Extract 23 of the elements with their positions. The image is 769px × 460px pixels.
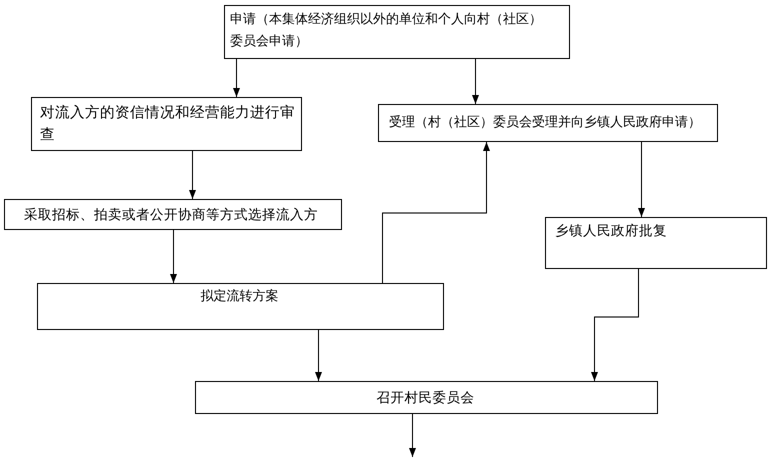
step-text: 召开村民委员会 xyxy=(376,388,474,408)
step-text: 对流入方的资信情况和经营能力进行审查 xyxy=(40,103,295,145)
process-box xyxy=(4,199,342,230)
step-text: 受理（村（社区）委员会受理并向乡镇人民政府申请） xyxy=(389,114,701,132)
process-box xyxy=(224,5,570,59)
arrow xyxy=(315,330,322,382)
process-box xyxy=(545,217,767,269)
step-text: 申请（本集体经济组织以外的单位和个人向村（社区）委员会申请） xyxy=(230,11,543,51)
arrow xyxy=(382,142,490,284)
arrow xyxy=(638,142,645,218)
process-box xyxy=(31,97,302,151)
process-box xyxy=(37,283,444,330)
arrow xyxy=(591,268,639,382)
step-text: 拟定流转方案 xyxy=(200,288,278,306)
step-text: 采取招标、拍卖或者公开协商等方式选择流入方 xyxy=(24,206,318,224)
arrow xyxy=(189,150,196,200)
arrow xyxy=(233,58,240,98)
process-box xyxy=(195,381,658,414)
arrow xyxy=(409,414,416,458)
process-box xyxy=(378,104,718,142)
arrow xyxy=(170,230,177,284)
step-text: 乡镇人民政府批复 xyxy=(555,222,667,241)
arrow xyxy=(472,58,479,104)
